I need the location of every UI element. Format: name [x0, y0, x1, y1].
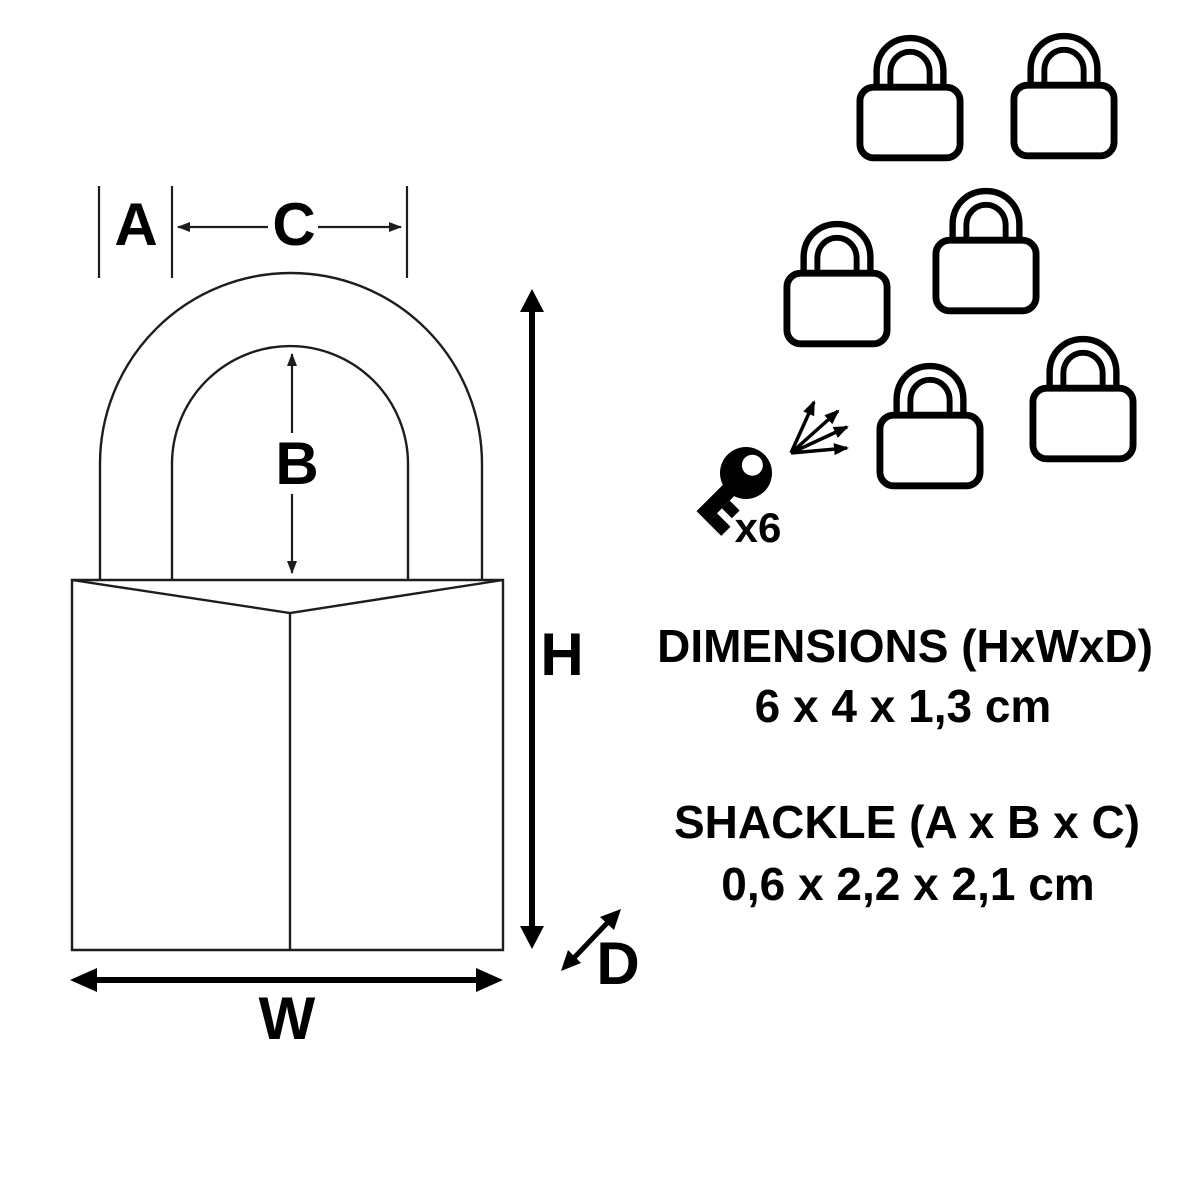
dim-label-d: D [596, 930, 640, 997]
key-to-locks-arrows [789, 400, 849, 456]
dim-label-h: H [540, 621, 584, 688]
h-dimension-arrow [520, 289, 544, 949]
dimension-ticks [97, 186, 409, 278]
shackle-outline [98, 271, 484, 580]
padlock-icon [856, 28, 964, 162]
dim-label-a: A [114, 191, 158, 258]
key-count-label: x6 [734, 504, 782, 551]
dimensions-title: DIMENSIONS (HxWxD) [657, 620, 1153, 672]
shackle-title: SHACKLE (A x B x C) [674, 796, 1140, 848]
padlock-icon [1010, 26, 1118, 160]
body-outline [70, 578, 505, 952]
padlock-icon [783, 214, 891, 348]
w-dimension-arrow [70, 968, 503, 992]
d-dimension-arrow [561, 909, 621, 971]
shackle-value: 0,6 x 2,2 x 2,1 cm [721, 858, 1095, 910]
dimensions-value: 6 x 4 x 1,3 cm [754, 680, 1052, 732]
dim-label-b: B [275, 430, 319, 497]
dim-label-c: C [272, 191, 316, 258]
padlock-icon [1029, 329, 1137, 463]
padlock-icon [876, 356, 984, 490]
dim-label-w: W [258, 985, 316, 1052]
key-icon [696, 447, 772, 536]
padlock-icon [932, 181, 1040, 315]
